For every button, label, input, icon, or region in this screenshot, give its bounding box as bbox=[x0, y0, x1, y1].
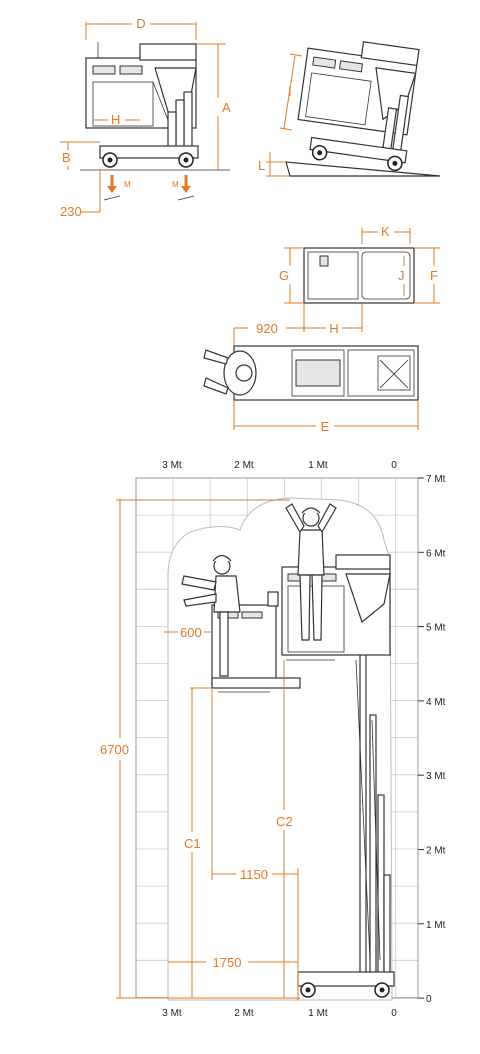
label-m-right: M bbox=[172, 180, 179, 189]
label-i: I bbox=[288, 84, 292, 99]
worker-icon bbox=[181, 554, 241, 677]
label-a: A bbox=[222, 100, 231, 115]
top-scale-label: 0 bbox=[391, 460, 397, 471]
bottom-scale-label: 0 bbox=[391, 1008, 397, 1019]
right-scale: 7 Mt 6 Mt 5 Mt 4 Mt 3 Mt 2 Mt 1 Mt 0 bbox=[418, 474, 446, 1005]
bottom-scale-label: 2 Mt bbox=[234, 1008, 254, 1019]
top-scale-label: 3 Mt bbox=[162, 460, 182, 471]
chassis-base bbox=[99, 145, 199, 159]
worker-icon bbox=[285, 503, 337, 641]
load-arrow-icon bbox=[103, 175, 121, 201]
dim-1750: 1750 bbox=[213, 955, 242, 970]
dim-230: 230 bbox=[60, 204, 82, 219]
top-scale-label: 1 Mt bbox=[308, 460, 328, 471]
dim-600: 600 bbox=[180, 625, 202, 640]
right-scale-label: 2 Mt bbox=[426, 846, 446, 857]
load-arrow-icon bbox=[177, 175, 195, 201]
right-scale-label: 4 Mt bbox=[426, 697, 446, 708]
top-view: K G J F 920 H bbox=[233, 224, 440, 350]
operator-icon bbox=[203, 349, 257, 396]
top-scale: 3 Mt 2 Mt 1 Mt 0 bbox=[162, 460, 397, 471]
label-g: G bbox=[279, 268, 289, 283]
right-scale-label: 0 bbox=[426, 994, 432, 1005]
label-b: B bbox=[62, 150, 71, 165]
right-scale-label: 7 Mt bbox=[426, 474, 446, 485]
bottom-scale-label: 3 Mt bbox=[162, 1008, 182, 1019]
label-h-top: H bbox=[329, 321, 338, 336]
label-f: F bbox=[430, 268, 438, 283]
dim-920: 920 bbox=[256, 321, 278, 336]
label-e: E bbox=[321, 419, 330, 434]
label-j: J bbox=[398, 268, 405, 283]
label-m-left: M bbox=[124, 180, 131, 189]
right-scale-label: 1 Mt bbox=[426, 920, 446, 931]
ramp bbox=[285, 161, 441, 177]
bottom-scale: 3 Mt 2 Mt 1 Mt 0 bbox=[162, 1008, 397, 1019]
top-scale-label: 2 Mt bbox=[234, 460, 254, 471]
dim-c1: C1 bbox=[184, 836, 201, 851]
dim-6700: 6700 bbox=[100, 742, 129, 757]
right-scale-label: 5 Mt bbox=[426, 623, 446, 634]
dim-c2: C2 bbox=[276, 814, 293, 829]
bottom-scale-label: 1 Mt bbox=[308, 1008, 328, 1019]
side-view: D A H B 230 M M bbox=[60, 16, 231, 219]
dim-1150: 1150 bbox=[240, 867, 268, 882]
label-h: H bbox=[111, 112, 120, 127]
label-k: K bbox=[381, 224, 390, 239]
plan-view: E bbox=[203, 345, 419, 434]
right-scale-label: 3 Mt bbox=[426, 771, 446, 782]
right-scale-label: 6 Mt bbox=[426, 548, 446, 559]
tilt-view bbox=[297, 41, 420, 172]
label-d: D bbox=[136, 16, 145, 31]
work-envelope: 3 Mt 2 Mt 1 Mt 0 3 Mt 2 Mt 1 Mt 0 7 Mt 6 Mt 5 Mt… bbox=[100, 460, 446, 1019]
label-l: L bbox=[258, 158, 265, 173]
